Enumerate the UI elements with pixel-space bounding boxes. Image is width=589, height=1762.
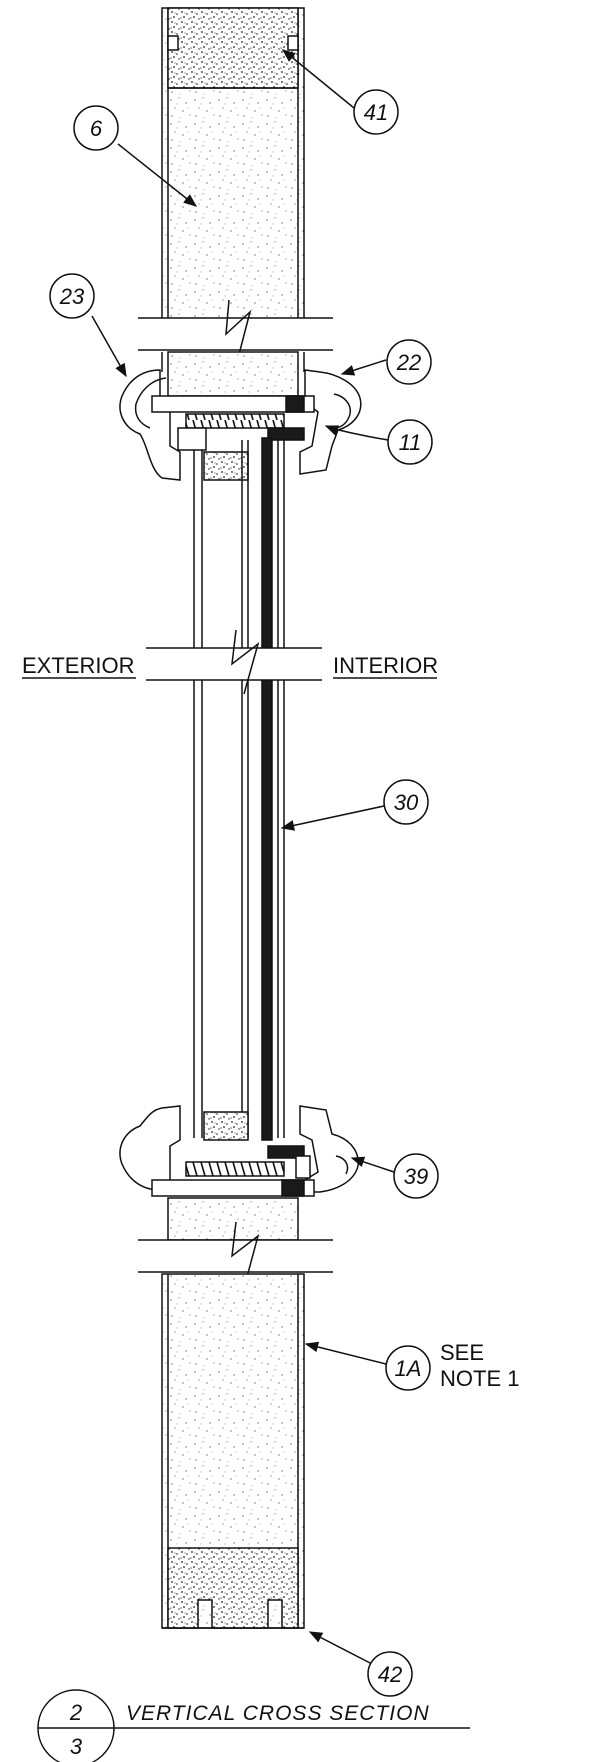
section-title-text: VERTICAL CROSS SECTION <box>126 1702 430 1725</box>
middle-break-line <box>140 629 350 695</box>
glazing-unit <box>193 437 285 1141</box>
callout-11-text: 11 <box>399 430 422 455</box>
callout-22: 22 <box>386 339 432 385</box>
callout-42: 42 <box>367 1651 413 1697</box>
callout-42-text: 42 <box>378 1662 402 1687</box>
section-number-bottom: 3 <box>70 1734 83 1759</box>
upper-frame-profile <box>119 369 362 481</box>
callout-6-text: 6 <box>90 116 103 141</box>
callout-39: 39 <box>393 1153 439 1199</box>
callout-41: 41 <box>353 89 399 135</box>
see-note-line2: NOTE 1 <box>440 1366 519 1391</box>
interior-label: INTERIOR <box>333 653 438 678</box>
lower-frame-profile <box>119 1105 359 1197</box>
exterior-label: EXTERIOR <box>22 653 134 678</box>
callout-22-text: 22 <box>396 350 421 375</box>
upper-spring <box>185 413 285 429</box>
section-number-top: 2 <box>69 1700 82 1725</box>
callout-30: 30 <box>383 779 429 825</box>
see-note: SEE NOTE 1 <box>440 1340 519 1391</box>
top-break-line <box>130 299 340 367</box>
callout-11: 11 <box>387 419 433 465</box>
callout-1a-text: 1A <box>395 1356 422 1381</box>
bottom-panel <box>130 1197 340 1629</box>
callout-6: 6 <box>73 105 119 151</box>
callout-30-text: 30 <box>394 790 419 815</box>
laminated-interlayer <box>261 437 273 1141</box>
upper-foam-section <box>161 351 305 397</box>
exterior-label-group: EXTERIOR <box>22 653 136 679</box>
section-title-block: 2 3 VERTICAL CROSS SECTION <box>37 1689 470 1762</box>
callout-23-text: 23 <box>59 284 85 309</box>
callout-23: 23 <box>49 273 95 319</box>
callout-39-text: 39 <box>404 1164 428 1189</box>
interior-label-group: INTERIOR <box>333 653 438 679</box>
callout-41-text: 41 <box>364 100 388 125</box>
see-note-line1: SEE <box>440 1340 484 1365</box>
top-panel <box>161 7 305 331</box>
callout-1a: 1A <box>385 1345 431 1391</box>
top-end-block <box>167 7 299 89</box>
lower-spring <box>185 1161 285 1177</box>
